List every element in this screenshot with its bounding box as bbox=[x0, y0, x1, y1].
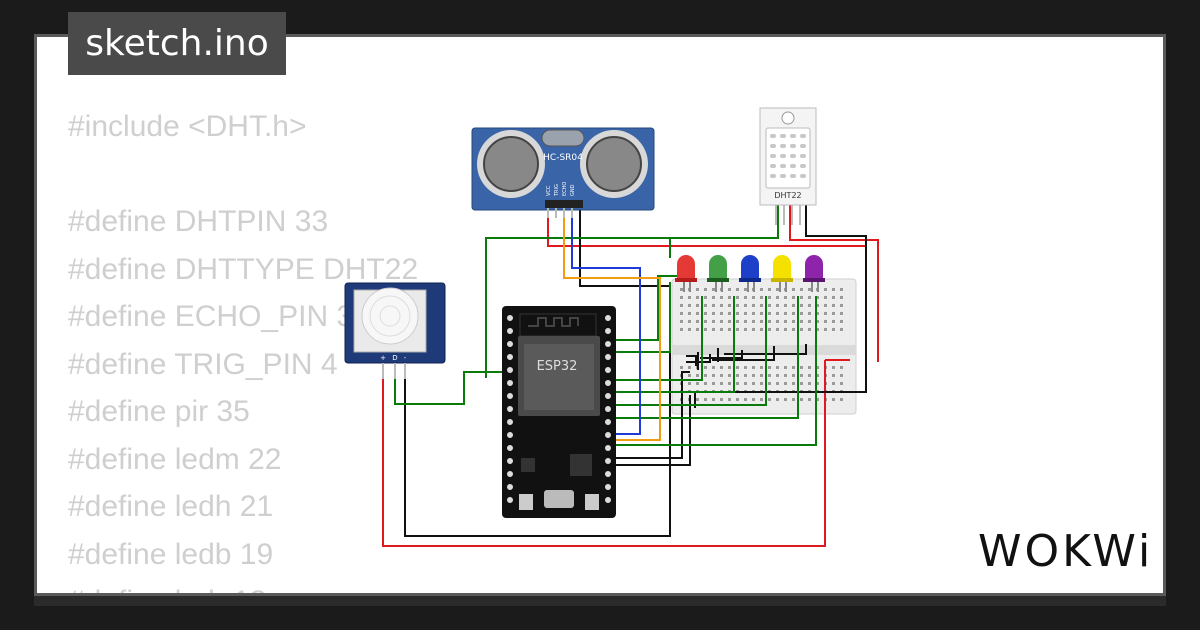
breadboard bbox=[671, 278, 857, 415]
ultrasonic-pin-echo: ECHO bbox=[562, 182, 568, 196]
led-blue bbox=[739, 255, 761, 292]
esp32-board: ESP32 bbox=[502, 306, 616, 518]
code-preview: #include <DHT.h> #define DHTPIN 33 #define… bbox=[68, 103, 419, 593]
code-line: #define ledb 19 bbox=[68, 537, 274, 571]
wokwi-logo: WOKWi bbox=[978, 526, 1154, 577]
card-shadow bbox=[34, 596, 1166, 606]
ultrasonic-pin-trig: TRIG bbox=[554, 184, 560, 197]
ultrasonic-pin-vcc: VCC bbox=[546, 185, 552, 196]
code-line: #define ledh 21 bbox=[68, 490, 274, 523]
code-line: #define DHTTYPE DHT22 bbox=[68, 252, 419, 286]
ultrasonic-pin-gnd: GND bbox=[570, 184, 576, 196]
pir-pin-minus: - bbox=[404, 354, 407, 362]
code-line: #define pir 35 bbox=[68, 395, 250, 428]
pir-sensor: + D - bbox=[344, 282, 446, 379]
ultrasonic-label: HC-SR04 bbox=[543, 153, 583, 163]
dht22-sensor: DHT22 bbox=[759, 107, 817, 225]
dht22-label: DHT22 bbox=[774, 191, 801, 200]
pir-pin-d: D bbox=[392, 354, 397, 362]
led-row bbox=[675, 255, 825, 292]
code-line: #define ledr 18 bbox=[68, 578, 418, 593]
led-red bbox=[675, 255, 697, 292]
ultrasonic-sensor: HC-SR04 VCC TRIG ECHO GND bbox=[471, 127, 655, 218]
esp32-label: ESP32 bbox=[537, 359, 578, 374]
led-green bbox=[707, 255, 729, 292]
led-purple bbox=[803, 255, 825, 292]
code-line: #define ledm 22 bbox=[68, 442, 282, 476]
pir-pin-plus: + bbox=[380, 354, 386, 362]
code-line: #define DHTPIN 33 bbox=[68, 205, 329, 238]
code-line: #define TRIG_PIN 4 bbox=[68, 347, 338, 381]
code-line: #include <DHT.h> bbox=[68, 110, 307, 143]
filename-label: sketch.ino bbox=[85, 23, 269, 64]
wires bbox=[382, 200, 879, 547]
led-yellow bbox=[771, 255, 793, 292]
code-line: #define ECHO_PIN 32 bbox=[68, 300, 370, 333]
filename-tab: sketch.ino bbox=[68, 12, 286, 75]
